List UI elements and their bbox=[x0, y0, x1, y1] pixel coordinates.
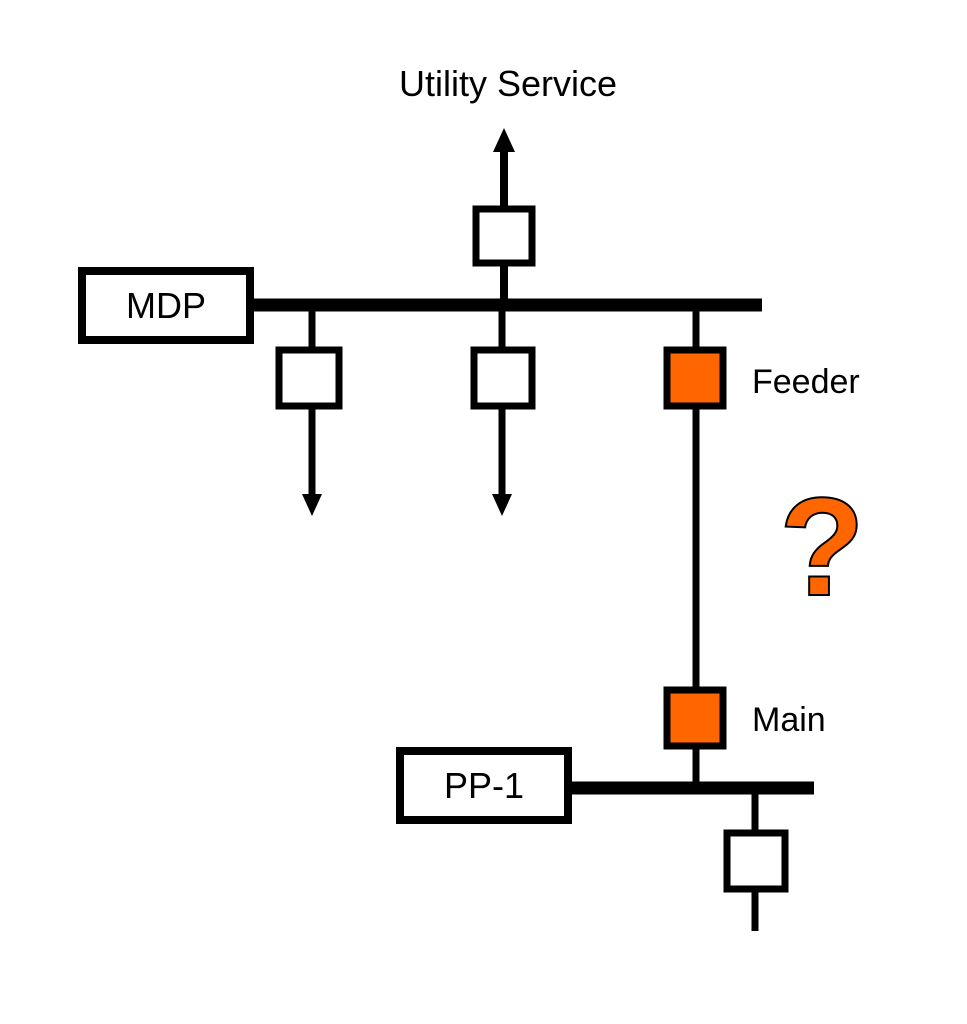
branch-1-breaker[interactable] bbox=[275, 346, 343, 410]
pp1-label: PP-1 bbox=[444, 765, 524, 806]
utility-main-breaker[interactable] bbox=[472, 205, 536, 267]
pp1-panel[interactable]: PP-1 bbox=[396, 747, 572, 824]
branch-2-load-arrow bbox=[492, 406, 512, 516]
branch-2-breaker[interactable] bbox=[470, 346, 536, 410]
utility-service-arrow bbox=[493, 128, 515, 210]
mdp-label: MDP bbox=[126, 285, 206, 326]
mdp-panel[interactable]: MDP bbox=[78, 267, 254, 344]
question-mark-icon: ? bbox=[779, 468, 865, 625]
feeder-label: Feeder bbox=[752, 363, 860, 401]
utility-service-label: Utility Service bbox=[399, 63, 617, 104]
feeder-breaker[interactable] bbox=[663, 346, 727, 410]
branch-1-load-arrow bbox=[302, 406, 322, 516]
main-breaker[interactable] bbox=[663, 686, 727, 750]
main-label: Main bbox=[752, 701, 826, 739]
pp1-branch-breaker[interactable] bbox=[723, 829, 789, 893]
